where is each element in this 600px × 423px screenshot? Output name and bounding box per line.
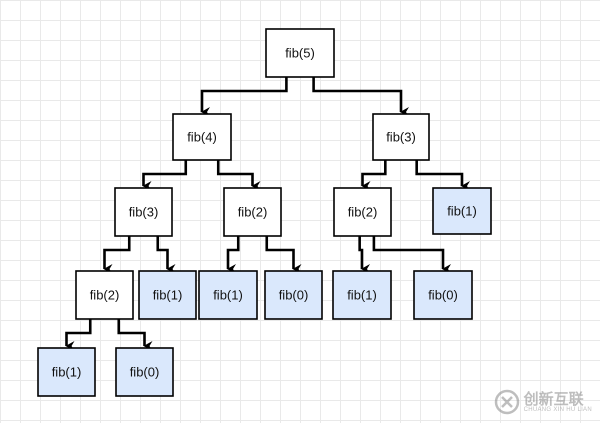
edge-n1-n2 <box>200 77 288 117</box>
node-box <box>332 270 392 320</box>
node-label: fib(4) <box>187 130 217 145</box>
edge-n1-n3 <box>312 77 409 117</box>
edge-n5-n10 <box>226 236 240 274</box>
node-box <box>333 187 392 237</box>
edge-n2-n4 <box>142 160 188 191</box>
node-label: fib(2) <box>90 288 120 303</box>
leaf-node: fib(1) <box>198 270 258 320</box>
edge-n4-n8 <box>103 236 131 274</box>
node-box <box>114 187 173 237</box>
node-label: fib(1) <box>447 204 477 219</box>
leaf-node: fib(0) <box>115 347 174 397</box>
node-label: fib(0) <box>130 365 160 380</box>
watermark: 创新互联 CHUANG XIN HU LIAN <box>494 389 592 415</box>
node-label: fib(2) <box>238 205 268 220</box>
nodes-layer: fib(5) fib(4) fib(3) fib(3) fib(2) fib(2) fib(… <box>37 28 492 397</box>
node-box <box>37 347 96 397</box>
node-box <box>172 113 232 161</box>
leaf-node: fib(0) <box>413 270 473 320</box>
call-node: fib(3) <box>114 187 173 237</box>
call-node: fib(2) <box>75 270 134 320</box>
call-node: fib(2) <box>223 187 282 237</box>
leaf-node: fib(1) <box>37 347 96 397</box>
leaf-node: fib(1) <box>332 270 392 320</box>
node-box <box>198 270 258 320</box>
edge-n8-n15 <box>117 319 153 351</box>
node-label: fib(1) <box>153 288 183 303</box>
edge-n6-n12 <box>358 236 370 274</box>
node-box <box>223 187 282 237</box>
node-box <box>432 187 492 235</box>
call-node: fib(2) <box>333 187 392 237</box>
node-label: fib(0) <box>279 288 309 303</box>
node-label: fib(0) <box>428 288 458 303</box>
circle-x-logo-icon <box>494 389 519 415</box>
node-label: fib(2) <box>348 205 378 220</box>
node-box <box>264 270 323 320</box>
node-label: fib(1) <box>213 288 243 303</box>
edge-n8-n14 <box>65 319 92 351</box>
node-box <box>372 113 430 161</box>
call-node: fib(3) <box>372 113 430 161</box>
edge-n6-n13 <box>372 236 451 274</box>
edge-n3-n6 <box>361 160 387 191</box>
node-label: fib(3) <box>386 130 416 145</box>
call-node: fib(4) <box>172 113 232 161</box>
node-label: fib(1) <box>347 288 377 303</box>
node-box <box>75 270 134 320</box>
edge-n5-n11 <box>265 236 302 274</box>
edge-n3-n7 <box>415 160 470 191</box>
edge-n4-n9 <box>156 236 176 274</box>
node-label: fib(5) <box>285 46 315 61</box>
leaf-node: fib(1) <box>432 187 492 235</box>
edge-n2-n5 <box>216 160 261 191</box>
leaf-node: fib(1) <box>138 270 197 320</box>
leaf-node: fib(0) <box>264 270 323 320</box>
node-label: fib(1) <box>52 365 82 380</box>
node-box <box>265 28 335 78</box>
node-box <box>413 270 473 320</box>
node-box <box>115 347 174 397</box>
edges-layer <box>65 77 470 351</box>
call-node: fib(5) <box>265 28 335 78</box>
watermark-text: 创新互联 <box>523 389 584 408</box>
node-box <box>138 270 197 320</box>
watermark-subtext: CHUANG XIN HU LIAN <box>523 406 592 413</box>
node-label: fib(3) <box>129 205 159 220</box>
